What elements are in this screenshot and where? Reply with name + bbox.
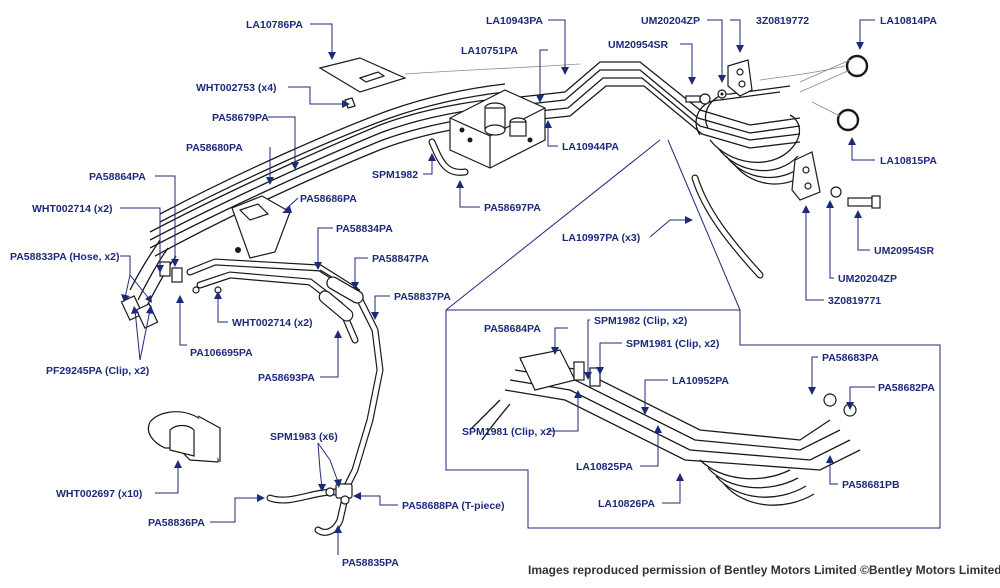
label-pa58864pa: PA58864PA bbox=[89, 171, 146, 183]
label-spm1983: SPM1983 (x6) bbox=[270, 431, 338, 443]
pipe-drawing bbox=[120, 54, 881, 536]
label-la10997pa: LA10997PA (x3) bbox=[562, 232, 640, 244]
label-spm1981-a: SPM1981 (Clip, x2) bbox=[626, 338, 719, 350]
leader-lines bbox=[120, 19, 875, 555]
label-wht002714-b: WHT002714 (x2) bbox=[232, 317, 313, 329]
label-la10943pa: LA10943PA bbox=[486, 15, 543, 27]
label-spm1981-b: SPM1981 (Clip, x2) bbox=[462, 426, 555, 438]
label-pa58835pa: PA58835PA bbox=[342, 557, 399, 569]
label-pf29245pa: PF29245PA (Clip, x2) bbox=[46, 365, 149, 377]
label-wht002697: WHT002697 (x10) bbox=[56, 488, 142, 500]
label-la10944pa: LA10944PA bbox=[562, 141, 619, 153]
inset-detail bbox=[445, 139, 941, 529]
label-la10826pa: LA10826PA bbox=[598, 498, 655, 510]
label-la10825pa: LA10825PA bbox=[576, 461, 633, 473]
label-um20954sr-a: UM20954SR bbox=[608, 39, 669, 51]
label-pa58680pa: PA58680PA bbox=[186, 142, 243, 154]
label-3z0819771: 3Z0819771 bbox=[828, 295, 881, 307]
label-pa58697pa: PA58697PA bbox=[484, 202, 541, 214]
label-pa58834pa: PA58834PA bbox=[336, 223, 393, 235]
label-la10814pa: LA10814PA bbox=[880, 15, 937, 27]
label-la10786pa: LA10786PA bbox=[246, 19, 303, 31]
label-pa58681pb: PA58681PB bbox=[842, 479, 900, 491]
label-pa106695pa: PA106695PA bbox=[190, 347, 253, 359]
label-la10952pa: LA10952PA bbox=[672, 375, 729, 387]
label-um20204zp-b: UM20204ZP bbox=[838, 273, 897, 285]
label-pa58679pa: PA58679PA bbox=[212, 112, 269, 124]
label-pa58682pa: PA58682PA bbox=[878, 382, 935, 394]
label-pa58684pa: PA58684PA bbox=[484, 323, 541, 335]
label-pa58837pa: PA58837PA bbox=[394, 291, 451, 303]
label-pa58686pa: PA58686PA bbox=[300, 193, 357, 205]
part-labels: LA10786PA WHT002753 (x4) PA58679PA PA586… bbox=[10, 15, 937, 569]
label-wht002714-a: WHT002714 (x2) bbox=[32, 203, 113, 215]
label-la10751pa: LA10751PA bbox=[461, 45, 518, 57]
label-pa58847pa: PA58847PA bbox=[372, 253, 429, 265]
label-spm1982-b: SPM1982 (Clip, x2) bbox=[594, 315, 687, 327]
label-pa58693pa: PA58693PA bbox=[258, 372, 315, 384]
label-um20954sr-b: UM20954SR bbox=[874, 245, 935, 257]
label-wht002753: WHT002753 (x4) bbox=[196, 82, 277, 94]
copyright-notice: Images reproduced permission of Bentley … bbox=[528, 563, 1000, 577]
label-3z0819772: 3Z0819772 bbox=[756, 15, 809, 27]
label-um20204zp-a: UM20204ZP bbox=[641, 15, 700, 27]
label-la10815pa: LA10815PA bbox=[880, 155, 937, 167]
label-pa58683pa: PA58683PA bbox=[822, 352, 879, 364]
label-pa58836pa: PA58836PA bbox=[148, 517, 205, 529]
label-spm1982-a: SPM1982 bbox=[372, 169, 418, 181]
label-pa58688pa: PA58688PA (T-piece) bbox=[402, 500, 505, 512]
label-pa58833pa: PA58833PA (Hose, x2) bbox=[10, 251, 120, 263]
